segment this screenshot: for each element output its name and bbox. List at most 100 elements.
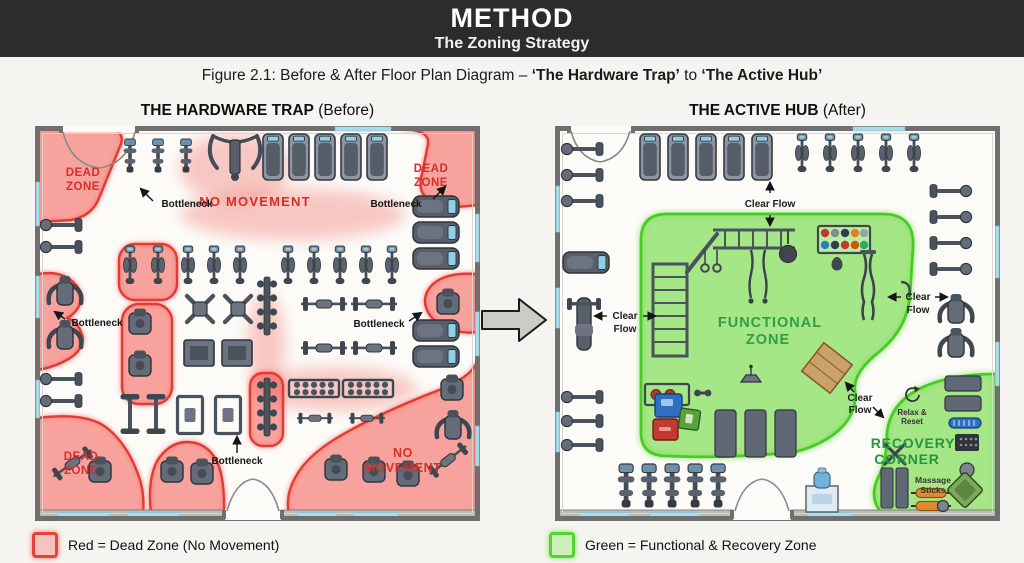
bench-station-icon: [412, 221, 460, 244]
entrance-bottom: [730, 478, 794, 520]
bench-station-icon: [562, 251, 610, 274]
clear-flow-arrow: [844, 381, 855, 393]
crossed-sticks-icon: [883, 442, 907, 466]
massage-sticks-label: Massage: [915, 475, 951, 485]
header: METHOD The Zoning Strategy: [0, 0, 1024, 57]
functional-rig-icon: [651, 228, 795, 358]
before-labels: DEAD ZONE DEAD ZONE DEAD ZONE NO MOVEMEN…: [53, 163, 449, 477]
clear-flow-arrow: [872, 406, 885, 419]
folded-mat-icon: [947, 472, 983, 508]
exercise-mat-icon: [714, 409, 737, 458]
treadmill-icon: [314, 133, 336, 181]
bench-station-icon: [412, 345, 460, 368]
stretch-mat-icon: [944, 375, 982, 392]
platform-icon: [183, 339, 215, 367]
clear-flow-label: Clear: [905, 292, 930, 303]
before-panel-title: THE HARDWARE TRAP (Before): [35, 102, 480, 120]
functional-zone-label: FUNCTIONAL: [718, 315, 822, 331]
clear-flow-label: Clear: [847, 393, 872, 404]
walls: [555, 126, 1000, 521]
clear-flow-label: Flow: [614, 324, 637, 335]
treadmill-icon: [695, 133, 717, 181]
bottleneck-label: Bottleneck: [211, 456, 263, 467]
page-subtitle: The Zoning Strategy: [434, 35, 590, 52]
caption-prefix: Figure 2.1: Before & After Floor Plan Di…: [201, 67, 532, 84]
dead-zone-label: DEAD: [414, 163, 449, 175]
entrance-bottom: [222, 478, 284, 520]
red-zone-swatch: [32, 532, 58, 558]
bottleneck-arrow: [408, 311, 423, 322]
legend-green-label: Green = Functional & Recovery Zone: [585, 537, 817, 553]
dead-zone-label: ZONE: [66, 181, 100, 193]
treadmill-icon: [667, 133, 689, 181]
bottleneck-label: Bottleneck: [161, 199, 213, 210]
treadmill-icon: [639, 133, 661, 181]
bench-press-station-icon: [567, 297, 601, 351]
right-arrow-icon: [481, 298, 547, 342]
relax-reset-label: Reset: [901, 417, 923, 426]
caption-after-name: ‘The Active Hub’: [701, 67, 823, 84]
recovery-corner-label: CORNER: [874, 451, 939, 467]
bottleneck-arrow: [53, 310, 66, 321]
platform-icon: [221, 339, 253, 367]
caption-before-name: ‘The Hardware Trap’: [531, 67, 680, 84]
green-zone-swatch: [549, 532, 575, 558]
clear-flow-label: Clear Flow: [745, 199, 796, 210]
relax-reset-icon: [905, 386, 920, 403]
exercise-mat-icon: [744, 409, 767, 458]
after-floor-plan: Clear Flow Clear Flow Clear Flow Clear F…: [555, 126, 1000, 521]
bottleneck-label: Bottleneck: [370, 199, 422, 210]
treadmill-icon: [262, 133, 284, 181]
gym-rings-icon: [700, 250, 722, 273]
caption-connector: to: [679, 67, 702, 84]
no-movement-label: NO MOVEMENT: [199, 194, 310, 209]
no-movement-label: NO: [393, 446, 413, 460]
exercise-mat-icon: [774, 409, 797, 458]
climbing-ropes-icon: [748, 249, 768, 304]
after-title-qualifier: (After): [818, 102, 866, 119]
kettlebell-icon: [831, 256, 843, 271]
soft-plyo-boxes-icon: [652, 393, 702, 441]
dead-zone-label: DEAD: [66, 167, 101, 179]
bench-station-icon: [412, 319, 460, 342]
bottleneck-label: Bottleneck: [353, 319, 405, 330]
legend-red-label: Red = Dead Zone (No Movement): [68, 537, 280, 553]
water-station-icon: [805, 467, 839, 513]
bottleneck-arrow: [139, 187, 154, 202]
after-title-bold: THE ACTIVE HUB: [689, 102, 819, 119]
clear-flow-label: Clear: [612, 311, 637, 322]
clear-flow-label: Flow: [907, 305, 930, 316]
no-movement-label: MOVEMENT: [364, 461, 441, 475]
cable-crossover-icon: [207, 134, 263, 181]
page-title: METHOD: [450, 3, 574, 33]
stretch-mat-icon: [895, 467, 909, 509]
treadmill-icon: [723, 133, 745, 181]
after-panel-title: THE ACTIVE HUB (After): [555, 102, 1000, 120]
clear-flow-label: Flow: [849, 405, 872, 416]
plyo-box-icon: [800, 341, 854, 395]
equipment: [39, 133, 470, 487]
dead-zone-label: ZONE: [414, 177, 448, 189]
relax-reset-label: Relax &: [897, 408, 927, 417]
recovery-corner-label: RECOVERY: [871, 435, 955, 451]
legend-red: Red = Dead Zone (No Movement): [32, 532, 279, 558]
bench-station-icon: [412, 247, 460, 270]
equipment: [560, 133, 983, 513]
massage-sticks-label: Sticks: [920, 485, 945, 495]
ab-trainer-icon: [739, 364, 763, 383]
walls: [35, 126, 480, 521]
acupressure-mat-icon: [948, 417, 982, 429]
dead-zone-label: DEAD: [64, 451, 99, 463]
before-floor-plan: DEAD ZONE DEAD ZONE DEAD ZONE NO MOVEMEN…: [35, 126, 480, 521]
bottleneck-label: Bottleneck: [71, 318, 123, 329]
treadmill-icon: [288, 133, 310, 181]
resistance-band-icon: [900, 280, 911, 298]
after-labels: Clear Flow Clear Flow Clear Flow Clear F…: [592, 180, 955, 495]
stretch-mat-icon: [880, 467, 894, 509]
massage-ball-icon: [936, 499, 950, 513]
treadmill-icon: [340, 133, 362, 181]
before-after-arrow: [481, 298, 547, 342]
dumbbell-icon: [694, 389, 712, 397]
entrance-top-left: [567, 126, 635, 163]
